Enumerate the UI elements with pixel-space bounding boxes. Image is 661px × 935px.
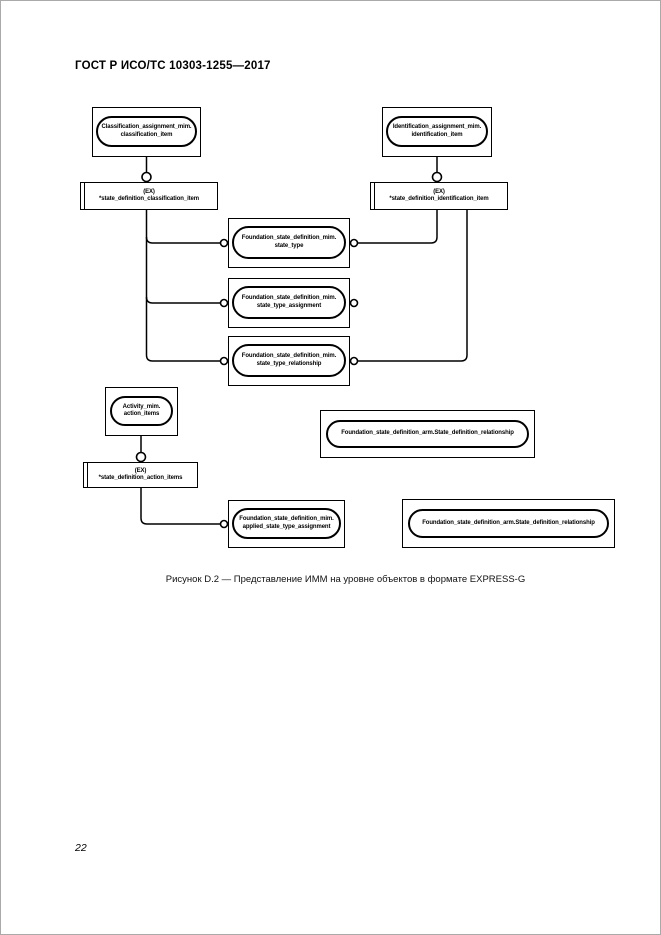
- connector-line: [145, 296, 220, 304]
- entity-box-classification-assignment: Classification_assignment_mim. classific…: [92, 107, 201, 157]
- connector-line: [358, 210, 438, 244]
- entity-label: identification_item: [411, 131, 463, 138]
- entity-label: state_type_relationship: [256, 360, 322, 367]
- entity-label: Foundation_state_definition_mim.: [241, 295, 337, 301]
- entity-label: Foundation_state_definition_mim.: [241, 235, 337, 241]
- figure-caption: Рисунок D.2 — Представление ИММ на уровн…: [165, 574, 526, 585]
- extensible-type-box-state-definition-classification-item: (EX) *state_definition_classification_it…: [80, 182, 218, 210]
- double-bar-edge: [84, 183, 85, 209]
- entity-label: Activity_mim.: [122, 403, 161, 410]
- entity-label: classification_item: [120, 131, 173, 138]
- entity-box-applied-state-type-assignment: Foundation_state_definition_mim. applied…: [228, 500, 345, 548]
- entity-box-state-type-relationship: Foundation_state_definition_mim. state_t…: [228, 336, 350, 386]
- entity-oval-state-type: Foundation_state_definition_mim. state_t…: [232, 226, 346, 259]
- entity-oval-activity-action-items: Activity_mim. action_items: [110, 396, 173, 426]
- connector-line: [140, 488, 220, 525]
- document-header: ГОСТ Р ИСО/ТС 10303-1255—2017: [75, 60, 271, 72]
- entity-label: state_type_assignment: [256, 302, 322, 309]
- attribute-circle: [219, 356, 229, 366]
- attribute-circle: [219, 298, 229, 308]
- relation-circle: [141, 171, 152, 183]
- double-bar-edge: [87, 463, 88, 487]
- entity-box-state-type-assignment: Foundation_state_definition_mim. state_t…: [228, 278, 350, 328]
- attribute-circle: [219, 519, 229, 529]
- entity-box-activity-action-items: Activity_mim. action_items: [105, 387, 178, 436]
- schema-ref-oval: Foundation_state_definition_arm.State_de…: [408, 509, 609, 538]
- extensible-tag: (EX): [143, 188, 155, 195]
- entity-oval-classification-assignment: Classification_assignment_mim. classific…: [96, 116, 197, 147]
- extensible-tag: (EX): [433, 188, 445, 195]
- entity-oval-applied-state-type-assignment: Foundation_state_definition_mim. applied…: [232, 508, 341, 539]
- entity-label: state_type: [274, 242, 304, 249]
- schema-ref-label: Foundation_state_definition_arm.State_de…: [422, 519, 595, 526]
- entity-label: applied_state_type_assignment: [242, 523, 331, 530]
- type-label: *state_definition_action_items: [98, 475, 183, 481]
- connector-line: [358, 210, 468, 362]
- relation-circle: [135, 451, 147, 463]
- attribute-circle: [349, 356, 359, 366]
- entity-label: Identification_assignment_mim.: [392, 124, 482, 130]
- schema-ref-oval: Foundation_state_definition_arm.State_de…: [326, 420, 529, 448]
- connector-line: [145, 210, 220, 362]
- entity-oval-identification-assignment: Identification_assignment_mim. identific…: [386, 116, 488, 147]
- double-bar-edge: [374, 183, 375, 209]
- extensible-tag: (EX): [134, 467, 147, 474]
- entity-box-state-type: Foundation_state_definition_mim. state_t…: [228, 218, 350, 268]
- attribute-circle: [219, 238, 229, 248]
- attribute-circle: [349, 238, 359, 248]
- extensible-type-box-state-definition-action-items: (EX) *state_definition_action_items: [83, 462, 198, 488]
- entity-label: Foundation_state_definition_mim.: [239, 516, 334, 522]
- schema-ref-box-state-definition-relationship-bottom: Foundation_state_definition_arm.State_de…: [402, 499, 615, 548]
- schema-ref-label: Foundation_state_definition_arm.State_de…: [341, 430, 514, 437]
- entity-label: Foundation_state_definition_mim.: [241, 353, 337, 359]
- connector-line: [145, 236, 220, 244]
- entity-label: Classification_assignment_mim.: [101, 124, 192, 130]
- type-label: *state_definition_classification_item: [99, 196, 199, 202]
- entity-box-identification-assignment: Identification_assignment_mim. identific…: [382, 107, 492, 157]
- entity-oval-state-type-relationship: Foundation_state_definition_mim. state_t…: [232, 344, 346, 377]
- entity-label: action_items: [123, 411, 160, 417]
- type-label: *state_definition_identification_item: [389, 196, 489, 202]
- extensible-type-box-state-definition-identification-item: (EX) *state_definition_identification_it…: [370, 182, 508, 210]
- attribute-circle: [349, 298, 359, 308]
- entity-oval-state-type-assignment: Foundation_state_definition_mim. state_t…: [232, 286, 346, 319]
- relation-circle: [431, 171, 443, 183]
- schema-ref-box-state-definition-relationship-top: Foundation_state_definition_arm.State_de…: [320, 410, 535, 458]
- page-number: 22: [75, 842, 87, 854]
